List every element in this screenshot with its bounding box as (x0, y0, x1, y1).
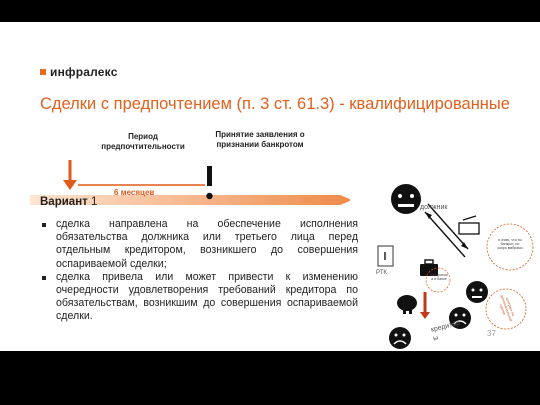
variant-number: 1 (90, 196, 98, 208)
debtor-label: должник (420, 204, 448, 211)
logo-mark-icon (40, 69, 46, 75)
page-number: 37 (487, 329, 496, 338)
sad-face-icon (449, 307, 471, 329)
speech-line: банкрот, но (500, 242, 520, 247)
months-label: 6 месяцев (114, 188, 155, 197)
sad-face-icon (389, 327, 411, 349)
logo: инфралекс (40, 65, 118, 79)
briefcase-icon (420, 259, 438, 276)
variant-label: Вариант (40, 196, 88, 208)
pig-note-bubble (425, 267, 451, 293)
diagram: должник РТК я знаю, что ты банкрот, но с… (360, 152, 540, 351)
start-marker (63, 160, 77, 190)
acceptance-label: Принятие заявления о признании банкротом (200, 130, 320, 150)
acceptance-label-line1: Принятие заявления о (215, 130, 305, 139)
bullet-item: сделка направлена на обеспечение исполне… (40, 218, 358, 271)
pig-note-text: банкротом а в банке (428, 273, 450, 281)
period-label-line2: предпочтительности (101, 142, 185, 151)
money-icon (458, 215, 480, 235)
speech-line: скоро вмбрамо (497, 246, 523, 251)
boss-face-icon (391, 184, 421, 214)
period-label: Период предпочтительности (88, 132, 198, 152)
speech-bubble (486, 223, 534, 271)
pig-note-line: банкротом (430, 273, 448, 277)
piggy-bank-icon (397, 295, 417, 314)
creditor-note-bubble (485, 288, 527, 330)
period-label-line1: Период (128, 132, 158, 141)
timeline-arrow (30, 195, 350, 205)
speech-line: я знаю, что ты (498, 238, 522, 242)
calculator-icon (377, 245, 394, 267)
exclamation-icon (206, 166, 213, 200)
diagram-graphic (377, 184, 534, 349)
ptk-label: РТК (376, 270, 387, 276)
bullet-list: сделка направлена на обеспечение исполне… (40, 218, 358, 324)
slide-title: Сделки с предпочтением (п. 3 ст. 61.3) -… (40, 95, 510, 113)
creditor-face-icon (466, 281, 488, 303)
bullet-item: сделка привела или может привести к изме… (40, 271, 358, 324)
timeline-graphic (30, 160, 350, 205)
speech-bubble-text: я знаю, что ты банкрот, но скоро вмбрамо (491, 238, 529, 251)
logo-text: инфралекс (50, 65, 118, 79)
down-arrow-head-icon (420, 312, 430, 319)
acceptance-label-line2: признании банкротом (216, 140, 304, 149)
timeline: Период предпочтительности Принятие заявл… (30, 130, 350, 210)
variant-heading: Вариант 1 (40, 196, 97, 208)
exchange-arrows (424, 203, 469, 258)
slide: инфралекс Сделки с предпочтением (п. 3 с… (0, 22, 540, 351)
pig-note-line: а в банке (431, 277, 447, 282)
